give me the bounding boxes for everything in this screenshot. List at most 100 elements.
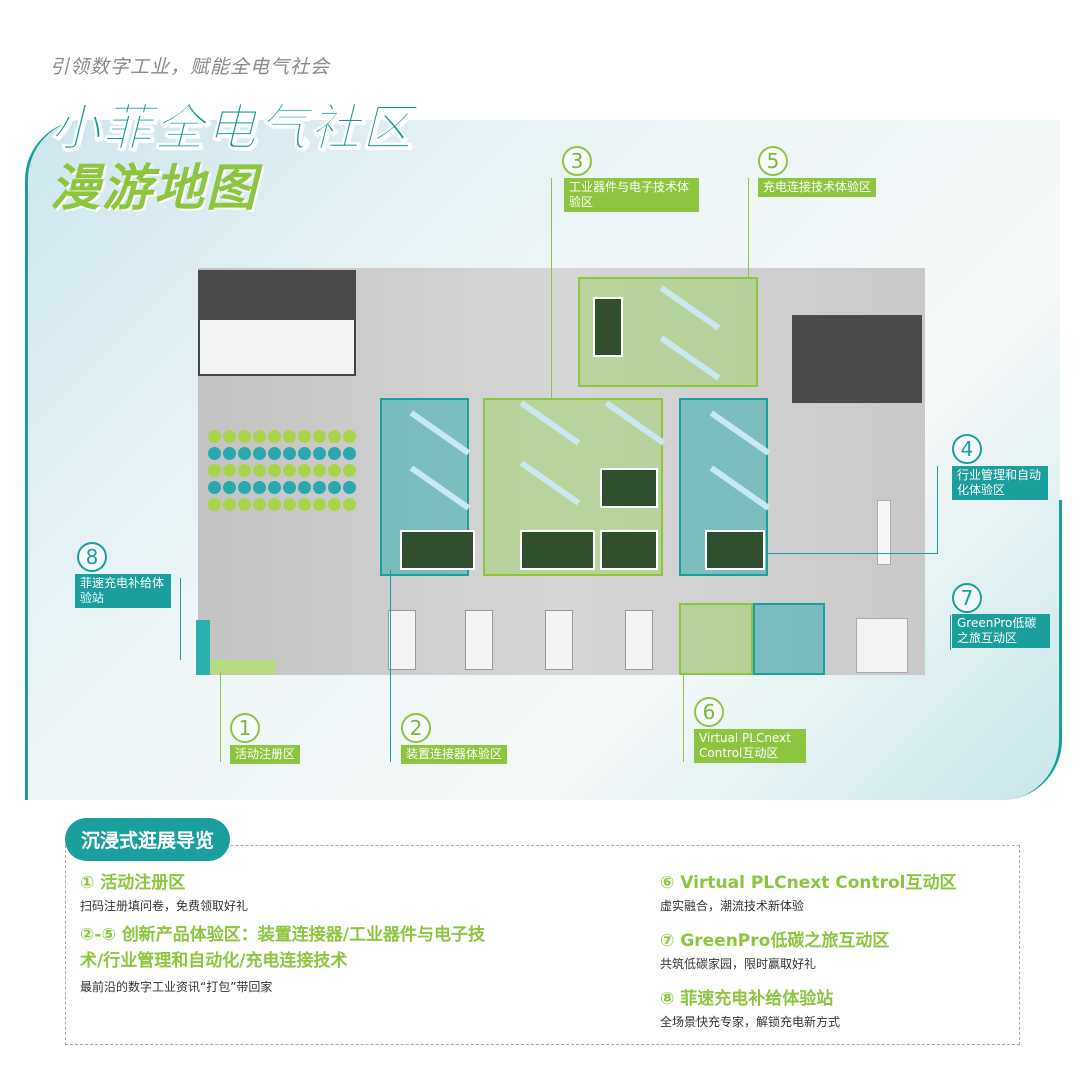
guide-item-desc: 共筑低碳家园，限时赢取好礼	[660, 957, 817, 971]
zone-5-number: 5	[758, 146, 788, 176]
seat	[208, 464, 221, 477]
seat	[253, 464, 266, 477]
guide-item-heading: ⑧ 菲速充电补给体验站	[660, 989, 834, 1009]
seat	[238, 498, 251, 511]
seat	[298, 430, 311, 443]
seat	[208, 498, 221, 511]
seat	[343, 498, 356, 511]
zone-3-label[interactable]: 工业器件与电子技术体验区	[564, 178, 699, 212]
page-subtitle: 漫游地图	[50, 159, 258, 217]
leader-line	[551, 178, 552, 398]
leader-line	[390, 570, 391, 762]
seat	[298, 447, 311, 460]
kiosk	[465, 610, 493, 670]
seat	[328, 481, 341, 494]
display-table	[593, 297, 623, 357]
guide-item-heading: ⑦ GreenPro低碳之旅互动区	[660, 931, 890, 951]
seat	[238, 464, 251, 477]
guide-item-heading: ②-⑤ 创新产品体验区：装置连接器/工业器件与电子技术/行业管理和自动化/充电连…	[80, 925, 485, 971]
seat	[223, 430, 236, 443]
seat	[283, 464, 296, 477]
leader-line	[748, 178, 749, 278]
guide-item-desc: 扫码注册填问卷，免费领取好礼	[80, 899, 249, 913]
seat	[223, 481, 236, 494]
seat	[328, 447, 341, 460]
seat	[313, 464, 326, 477]
seat	[328, 430, 341, 443]
guide-box	[65, 845, 1020, 1045]
seat	[268, 481, 281, 494]
seating-area	[208, 430, 357, 511]
zone-3-number: 3	[562, 146, 592, 176]
guide-item-desc: 虚实融合，潮流技术新体验	[660, 899, 805, 913]
display-table	[705, 530, 765, 570]
zone-4-label[interactable]: 行业管理和自动化体验区	[952, 466, 1048, 500]
guide-item-heading: ⑥ Virtual PLCnext Control互动区	[660, 873, 957, 893]
zone-2-label[interactable]: 装置连接器体验区	[401, 745, 508, 764]
zone-2-number: 2	[401, 713, 431, 743]
display-table	[600, 530, 658, 570]
zone-6-area	[679, 603, 753, 675]
seat	[298, 481, 311, 494]
tagline: 引领数字工业，赋能全电气社会	[50, 56, 331, 78]
seat	[283, 498, 296, 511]
seat	[268, 430, 281, 443]
leader-line	[683, 675, 684, 762]
zone-4-number: 4	[952, 434, 982, 464]
seat	[253, 481, 266, 494]
seat	[238, 481, 251, 494]
counter	[877, 500, 891, 565]
guide-item-desc: 最前沿的数字工业资讯“打包”带回家	[80, 980, 273, 994]
zone-1-number: 1	[230, 713, 260, 743]
seat	[208, 447, 221, 460]
seat	[283, 430, 296, 443]
seat	[223, 464, 236, 477]
room-screen	[198, 320, 356, 376]
seat	[238, 447, 251, 460]
zone-7-area	[753, 603, 825, 675]
display-table	[520, 530, 595, 570]
registration-desk	[210, 660, 276, 674]
zone-6-label[interactable]: Virtual PLCnext Control互动区	[694, 729, 806, 763]
seat	[343, 464, 356, 477]
zone-5-label[interactable]: 充电连接技术体验区	[758, 178, 877, 197]
kiosk	[625, 610, 653, 670]
seat	[313, 481, 326, 494]
seat	[253, 430, 266, 443]
leader-line	[937, 466, 938, 554]
zone-6-number: 6	[694, 697, 724, 727]
seat	[313, 430, 326, 443]
seat	[223, 498, 236, 511]
seat	[253, 498, 266, 511]
guide-title: 沉浸式逛展导览	[65, 818, 231, 861]
kiosk	[388, 610, 416, 670]
seat	[343, 481, 356, 494]
zone-8-number: 8	[77, 542, 107, 572]
room-block	[792, 315, 922, 403]
leader-line	[950, 615, 951, 650]
seat	[313, 447, 326, 460]
zone-8-label[interactable]: 菲速充电补给体验站	[75, 574, 171, 608]
zone-7-label[interactable]: GreenPro低碳之旅互动区	[952, 614, 1050, 648]
seat	[208, 430, 221, 443]
seat	[328, 498, 341, 511]
seat	[253, 447, 266, 460]
seat	[298, 464, 311, 477]
seat	[238, 430, 251, 443]
seat	[283, 481, 296, 494]
seat	[298, 498, 311, 511]
leader-line	[220, 672, 221, 762]
seat	[328, 464, 341, 477]
zone-1-label[interactable]: 活动注册区	[230, 745, 301, 764]
guide-column-left: ① 活动注册区 扫码注册填问卷，免费领取好礼 ②-⑤ 创新产品体验区：装置连接器…	[80, 868, 500, 995]
display-table	[400, 530, 475, 570]
zone-7-number: 7	[952, 583, 982, 613]
room-block	[198, 270, 356, 320]
kiosk	[856, 618, 908, 673]
guide-item-heading: ① 活动注册区	[80, 873, 186, 893]
leader-line	[180, 578, 181, 660]
kiosk	[545, 610, 573, 670]
seat	[343, 430, 356, 443]
seat	[208, 481, 221, 494]
seat	[313, 498, 326, 511]
